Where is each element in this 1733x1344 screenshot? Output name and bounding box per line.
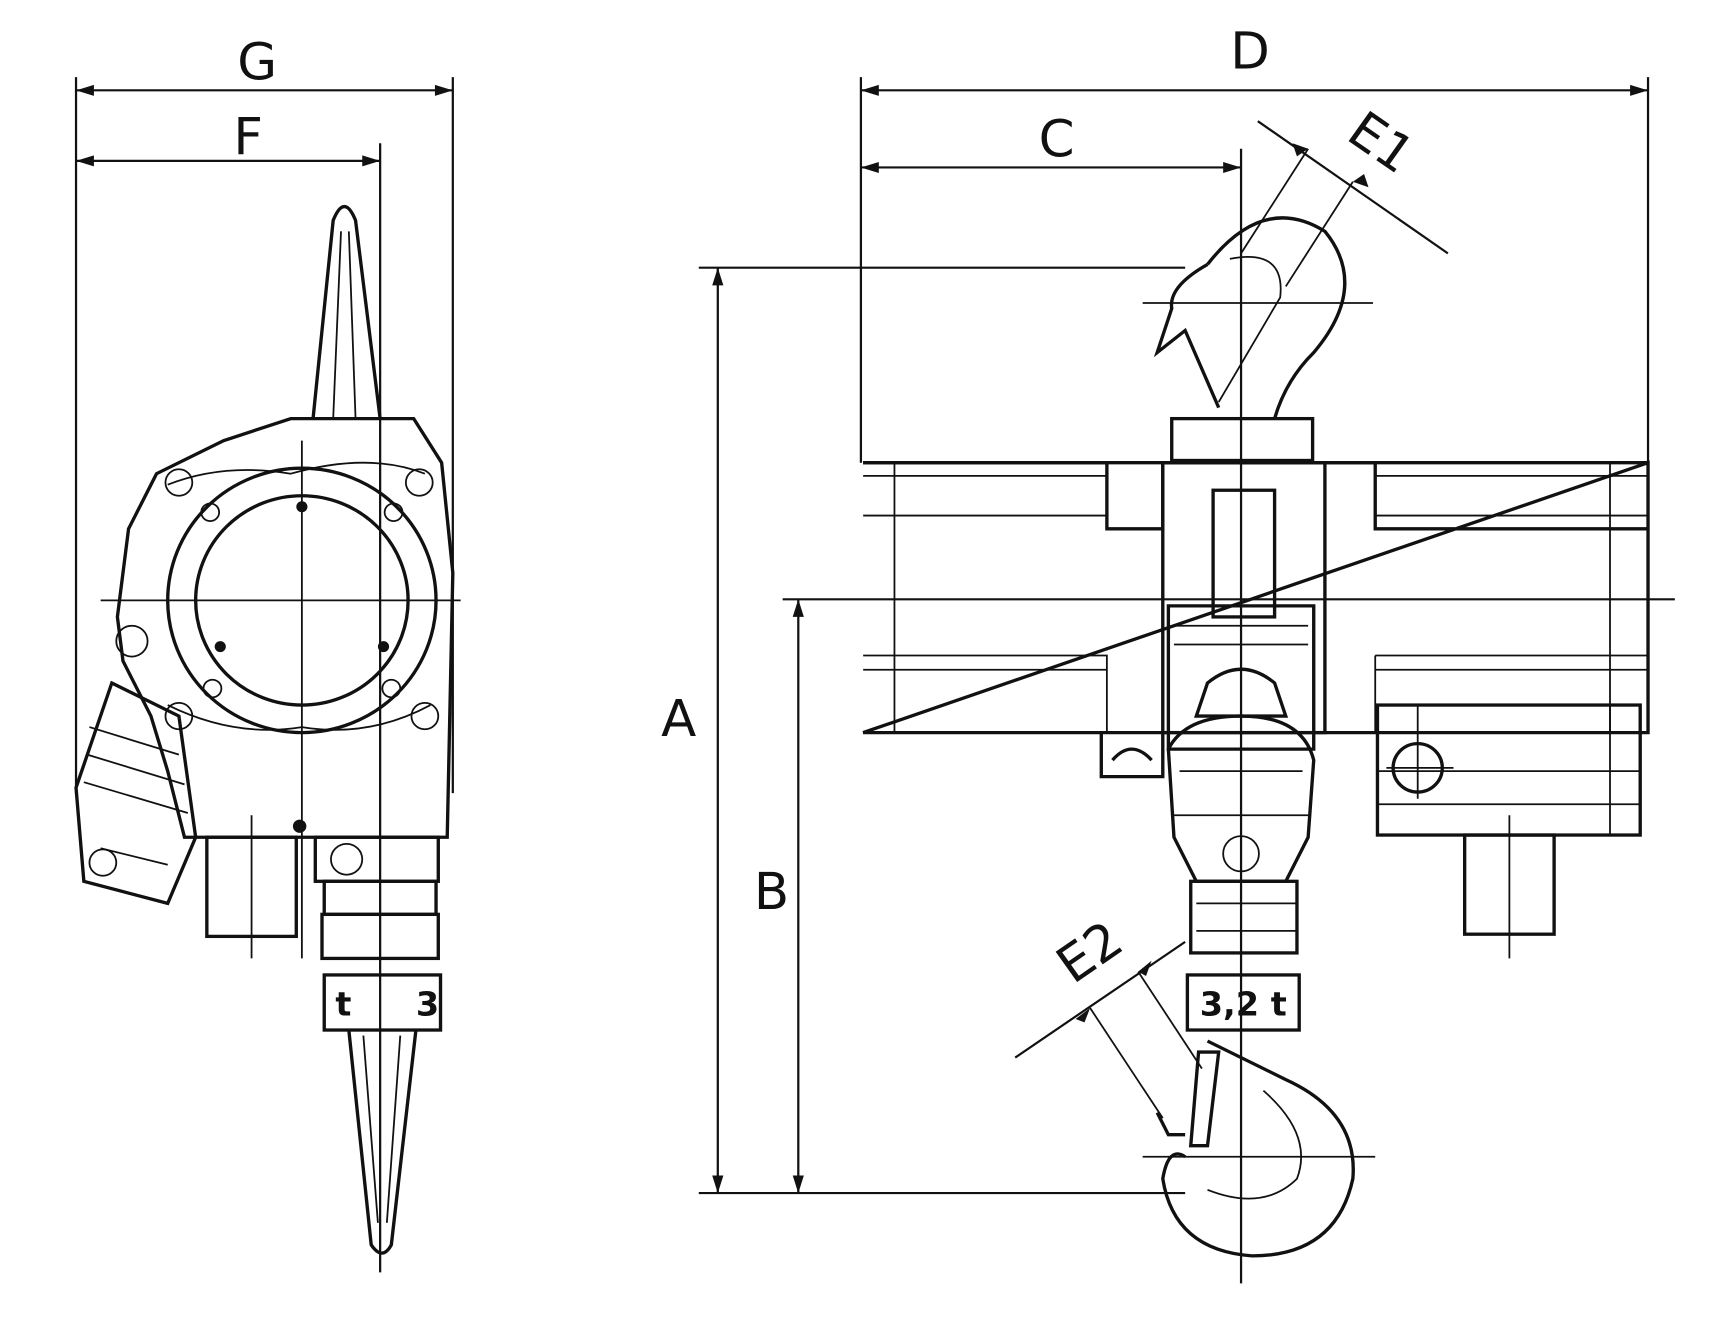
dimension-line-e2 xyxy=(1014,940,1186,1059)
dimension-label-e1: E1 xyxy=(1337,101,1425,186)
capacity-plate xyxy=(1185,973,1301,1032)
dimension-label-d: D xyxy=(1230,23,1270,82)
front-view: D C E1 A B xyxy=(661,23,1675,1284)
bottom-hook xyxy=(1161,1039,1355,1258)
dimension-label-a: A xyxy=(661,690,696,749)
dimension-label-g: G xyxy=(237,34,277,93)
dimension-label-b: B xyxy=(754,863,789,922)
dimension-label-c: C xyxy=(1039,111,1075,170)
capacity-label: 3,2 t xyxy=(1200,985,1287,1024)
dimension-label-e2: E2 xyxy=(1046,911,1134,996)
side-capacity-t: t xyxy=(335,985,351,1024)
dimension-label-f: F xyxy=(233,109,263,168)
side-capacity-3: 3 xyxy=(416,985,439,1024)
top-hook xyxy=(1206,216,1347,420)
dimension-line-e1 xyxy=(1257,120,1449,255)
side-view: G F t 3 xyxy=(74,34,461,1273)
